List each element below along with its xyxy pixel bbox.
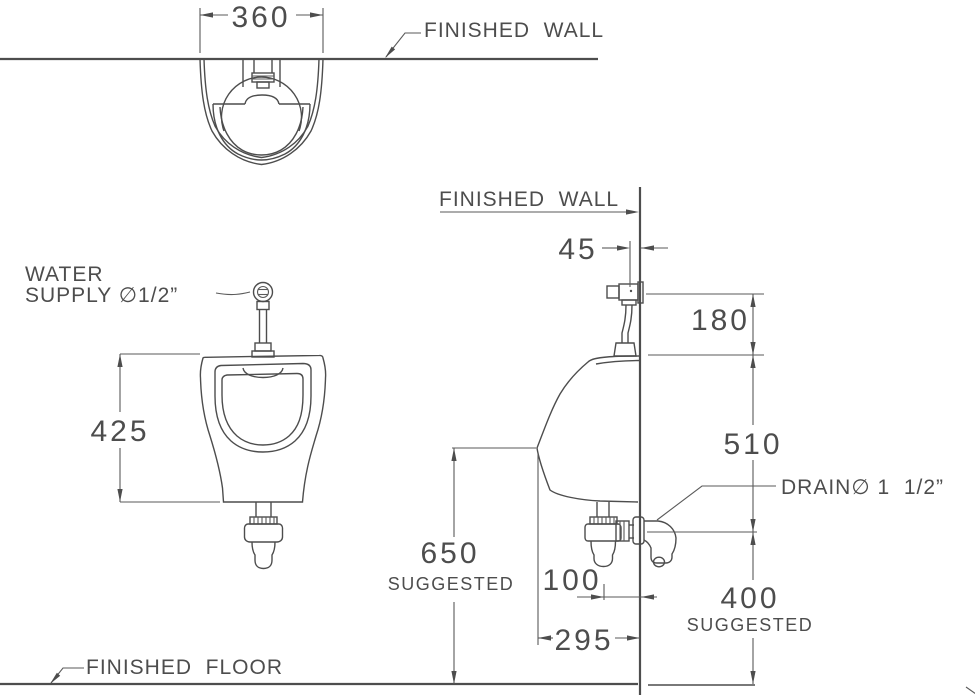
dim-arrowhead-icon xyxy=(117,489,123,502)
dim-arrowhead-icon xyxy=(750,519,756,532)
wall-escutcheon xyxy=(632,516,645,545)
dim-arrowhead-icon xyxy=(750,342,756,355)
urinal-top-bowl-circle xyxy=(220,76,303,132)
leader-arrowhead-icon xyxy=(50,672,61,684)
dim-arrowhead-icon xyxy=(451,448,457,461)
trap-coupling-nut xyxy=(615,520,630,542)
dim-arrowhead-icon xyxy=(591,594,604,600)
rim-to-drain-dimension: 510 xyxy=(723,428,782,461)
supply-leader-line xyxy=(215,291,251,296)
dim-arrowhead-icon xyxy=(310,12,323,18)
leader-arrowhead-icon xyxy=(385,46,396,58)
finished-floor-label: FINISHED FLOOR xyxy=(86,656,283,679)
side-flush-valve xyxy=(606,281,644,357)
drain-elbow xyxy=(643,520,677,564)
finished-wall-top-label: FINISHED WALL xyxy=(424,19,604,42)
valve-height-dimension: 180 xyxy=(691,304,750,337)
trap-offset-dimension: 100 xyxy=(542,564,601,597)
drain-leader-line xyxy=(656,485,776,521)
dim-arrowhead-icon xyxy=(200,12,213,18)
urinal-front-bowl xyxy=(221,372,304,446)
urinal-top-outline xyxy=(199,58,324,166)
mount-height-dimension: 650 xyxy=(420,537,479,570)
drain-height-dimension: 400 xyxy=(720,582,779,615)
dim-arrowhead-icon xyxy=(617,245,630,251)
corner-tick xyxy=(965,686,975,694)
front-view: WATER SUPPLY ∅1/2” xyxy=(25,263,327,570)
dim-arrowhead-icon xyxy=(538,635,551,641)
valve-offset-dimension: 45 xyxy=(558,233,597,266)
dim-arrowhead-icon xyxy=(750,294,756,307)
dim-arrowhead-icon xyxy=(641,245,654,251)
spreader-nut xyxy=(251,72,275,89)
dim-arrowhead-icon xyxy=(641,594,654,600)
mount-height-note: SUGGESTED xyxy=(388,574,515,594)
front-height-dimension: 425 xyxy=(90,415,149,448)
finished-wall-side-label: FINISHED WALL xyxy=(439,188,619,211)
drain-label: DRAIN∅ 1 1/2” xyxy=(781,476,944,499)
depth-dimension: 295 xyxy=(554,624,613,657)
dim-arrowhead-icon xyxy=(627,635,640,641)
wall-leader-line xyxy=(385,32,421,58)
spreader-shadow-arc xyxy=(244,94,280,105)
drain-height-note: SUGGESTED xyxy=(687,615,814,635)
dim-arrowhead-icon xyxy=(451,671,457,684)
top-width-dimension: 360 xyxy=(231,1,290,34)
side-trap xyxy=(584,502,677,568)
urinal-front-rim xyxy=(214,362,312,453)
urinal-front-outline xyxy=(199,354,327,503)
front-spreader-arc xyxy=(242,367,284,379)
drain-elbow-drip xyxy=(652,556,666,568)
supply-valve xyxy=(251,281,275,358)
urinal-top-rim xyxy=(212,103,311,161)
dim-arrowhead-icon xyxy=(750,532,756,545)
top-view: FINISHED WALL 360 xyxy=(0,1,604,166)
water-supply-label-line2: SUPPLY ∅1/2” xyxy=(25,284,178,307)
leader-arrowhead-icon xyxy=(626,209,639,215)
dim-arrowhead-icon xyxy=(750,671,756,684)
front-trap xyxy=(243,502,284,570)
dim-arrowhead-icon xyxy=(750,355,756,368)
water-supply-label-line1: WATER xyxy=(25,263,104,286)
urinal-side-profile xyxy=(536,355,641,503)
dim-arrowhead-icon xyxy=(117,354,123,367)
side-view: FINISHED WALL FINISHED FLOOR xyxy=(0,187,975,695)
